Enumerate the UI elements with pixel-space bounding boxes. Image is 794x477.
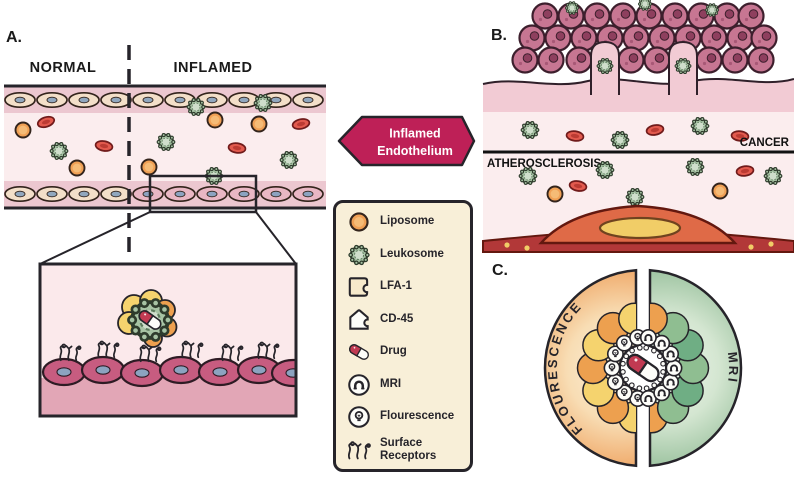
leukosome xyxy=(564,1,580,15)
legend-item-lfa1: LFA-1 xyxy=(342,274,464,300)
legend-item-mri: MRI xyxy=(342,372,464,398)
cd45-receptor-icon xyxy=(349,308,369,330)
tissue-surface-band xyxy=(483,78,794,112)
liposome xyxy=(68,159,86,177)
mri-magnet-icon xyxy=(348,373,370,396)
leukosome xyxy=(763,166,783,186)
lipid-core xyxy=(598,216,682,240)
mri-curved-label: MRI xyxy=(725,351,742,385)
leukosome xyxy=(518,166,538,186)
drug-capsule xyxy=(623,350,663,386)
leukosome xyxy=(596,57,614,75)
banner-line2: Endothelium xyxy=(377,144,453,158)
legend-item-label: Flourescence xyxy=(380,410,455,423)
legend-item-label: LFA-1 xyxy=(380,280,412,293)
drug-capsule-icon xyxy=(347,342,371,362)
leukosome xyxy=(610,130,630,150)
legend-item-label: MRI xyxy=(380,377,402,390)
zoom-inset-border xyxy=(38,262,298,418)
legend-item-label: Surface Receptors xyxy=(380,436,437,462)
cancer-cell-mass xyxy=(511,2,778,74)
legend-item-label: CD-45 xyxy=(380,312,414,325)
leukosome xyxy=(279,150,299,170)
leukosome xyxy=(674,57,692,75)
zoom-source-box xyxy=(148,174,258,214)
liposome xyxy=(711,182,729,200)
leukosome-drug-particle xyxy=(117,289,178,348)
liposome xyxy=(206,111,224,129)
atherosclerosis-label: ATHEROSCLEROSIS xyxy=(487,158,601,170)
atherosclerotic-plaque xyxy=(482,204,794,253)
vessel-wall-lines xyxy=(4,84,326,210)
panel-a: A. NORMAL INFLAMED xyxy=(4,29,326,418)
leukosome xyxy=(253,93,273,113)
leukosome xyxy=(186,97,206,117)
liposome xyxy=(140,158,158,176)
leukosome xyxy=(704,3,720,17)
leukosome xyxy=(685,157,705,177)
panel-c: C. xyxy=(492,262,743,467)
leukosome xyxy=(690,116,710,136)
liposome xyxy=(250,115,268,133)
membrane-dots xyxy=(620,344,666,392)
fluorescence-bulb-icon xyxy=(348,406,370,428)
tumor-crypts xyxy=(590,40,698,95)
panel-b: B. xyxy=(482,0,794,253)
lipid-specks xyxy=(504,241,774,251)
liposome-icon xyxy=(349,212,369,232)
legend-item-liposome: Liposome xyxy=(342,209,464,235)
cancer-label: CANCER xyxy=(740,137,790,149)
panel-a-label: A. xyxy=(6,29,22,46)
legend: Liposome Leukosome LFA-1 CD-45 Drug MRI … xyxy=(333,200,473,472)
legend-item-leukosome: Leukosome xyxy=(342,242,464,268)
panel-b-label: B. xyxy=(491,27,507,44)
legend-item-surface-receptors: Surface Receptors xyxy=(342,437,464,463)
leukosome xyxy=(520,120,540,140)
legend-item-fluorescence: Flourescence xyxy=(342,404,464,430)
leukosome xyxy=(156,132,176,152)
banner-line1: Inflamed xyxy=(389,127,440,141)
panel-c-label: C. xyxy=(492,262,508,279)
leukosome xyxy=(49,141,69,161)
normal-label: NORMAL xyxy=(30,60,97,76)
leukosome xyxy=(625,187,645,207)
legend-item-label: Drug xyxy=(380,345,407,358)
inflamed-endothelium-banner: Inflamed Endothelium xyxy=(337,115,476,167)
legend-item-label: Leukosome xyxy=(380,247,444,260)
zoom-inset-content xyxy=(41,289,295,415)
zoom-connector-lines xyxy=(39,211,297,265)
liposome xyxy=(14,121,32,139)
lfa1-receptor-icon xyxy=(348,277,369,297)
banner-arrow-shape xyxy=(337,115,476,167)
leukosome-icon xyxy=(348,244,370,265)
leukosome xyxy=(595,160,615,180)
surface-receptors-icon xyxy=(347,440,371,460)
legend-item-cd45: CD-45 xyxy=(342,307,464,333)
liposome xyxy=(546,185,564,203)
legend-item-label: Liposome xyxy=(380,215,435,228)
legend-item-drug: Drug xyxy=(342,339,464,365)
inflamed-label: INFLAMED xyxy=(174,60,253,76)
